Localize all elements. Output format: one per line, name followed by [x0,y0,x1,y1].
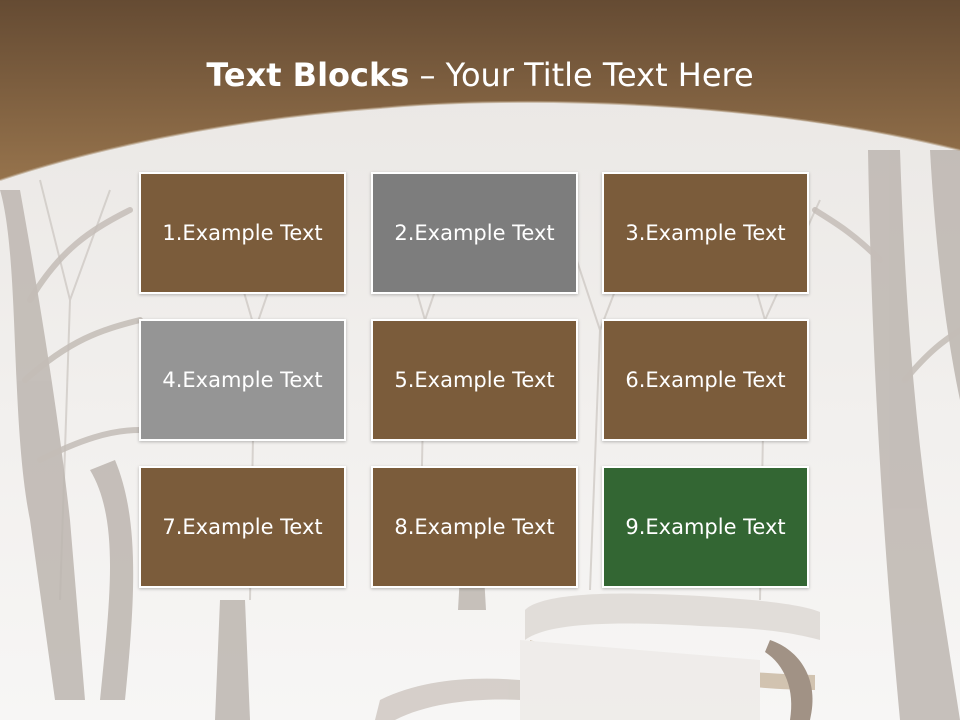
text-block-4[interactable]: 4.Example Text [139,319,346,441]
text-block-label: 8.Example Text [394,515,555,539]
page-title: Text Blocks – Your Title Text Here [0,52,960,98]
title-separator: – [409,56,446,94]
text-block-label: 3.Example Text [625,221,786,245]
text-block-label: 4.Example Text [162,368,323,392]
title-rest: Your Title Text Here [445,56,754,94]
text-block-6[interactable]: 6.Example Text [602,319,809,441]
text-block-1[interactable]: 1.Example Text [139,172,346,294]
title-bold: Text Blocks [206,56,410,94]
text-block-label: 1.Example Text [162,221,323,245]
text-block-8[interactable]: 8.Example Text [371,466,578,588]
text-block-5[interactable]: 5.Example Text [371,319,578,441]
text-block-label: 7.Example Text [162,515,323,539]
text-block-3[interactable]: 3.Example Text [602,172,809,294]
text-block-9[interactable]: 9.Example Text [602,466,809,588]
text-block-2[interactable]: 2.Example Text [371,172,578,294]
text-block-label: 2.Example Text [394,221,555,245]
text-block-label: 6.Example Text [625,368,786,392]
text-block-7[interactable]: 7.Example Text [139,466,346,588]
text-block-label: 5.Example Text [394,368,555,392]
text-block-label: 9.Example Text [625,515,786,539]
